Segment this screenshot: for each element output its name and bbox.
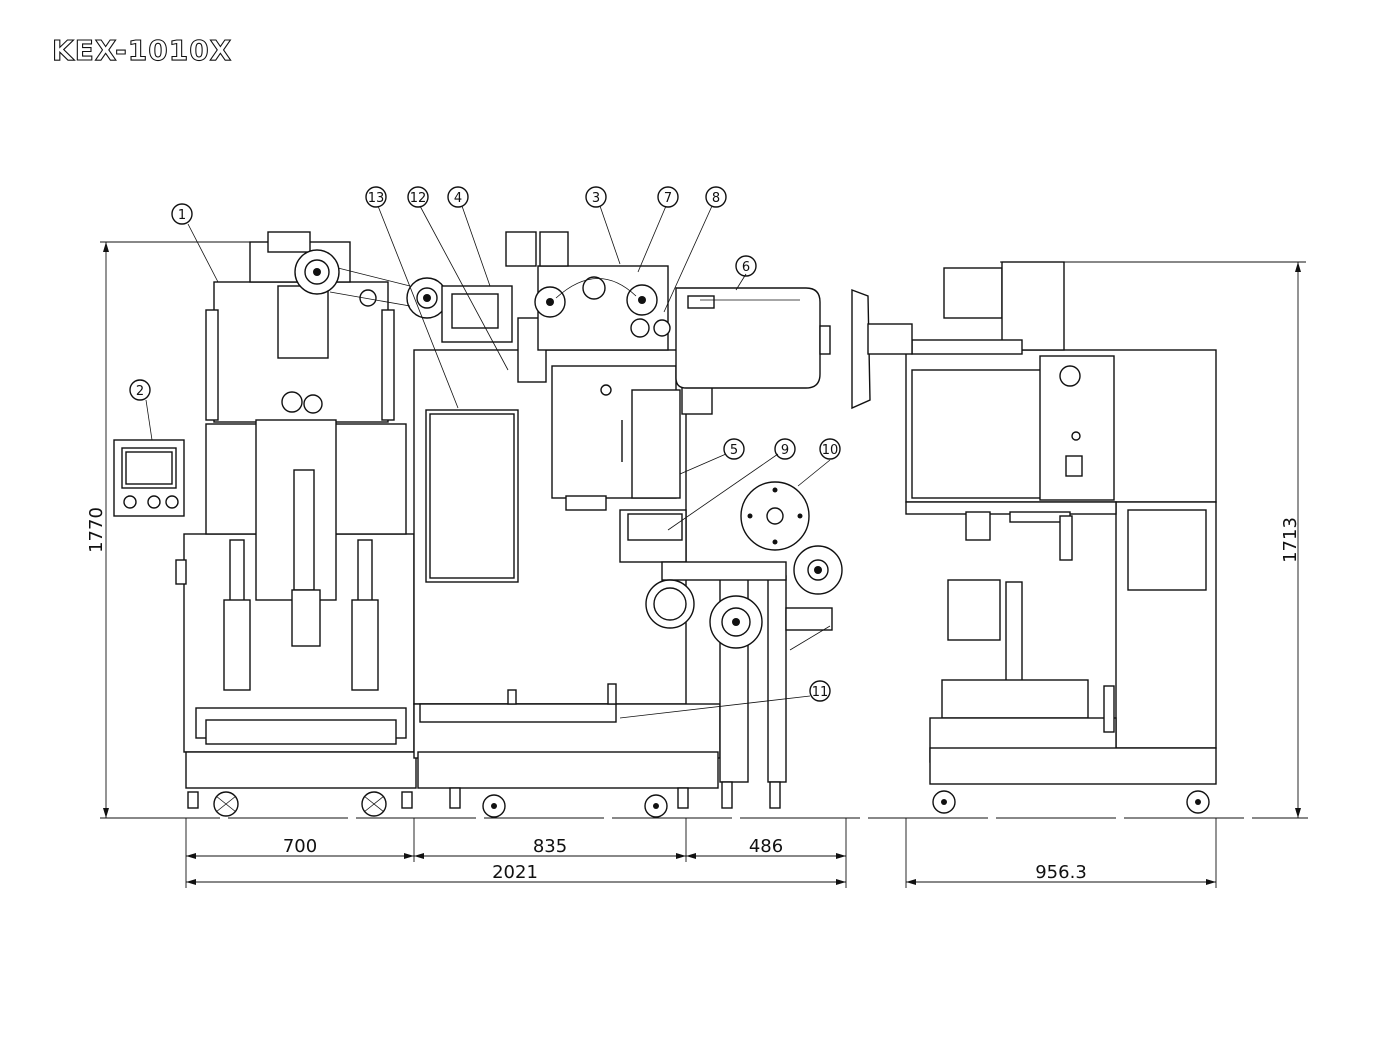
svg-text:10: 10 bbox=[822, 443, 839, 458]
callout-2: 2 bbox=[129, 379, 151, 401]
svg-text:7: 7 bbox=[664, 191, 672, 206]
dimension-front-segments: 700 835 486 bbox=[185, 818, 847, 888]
svg-text:3: 3 bbox=[592, 191, 600, 206]
center-module bbox=[413, 231, 721, 789]
dimension-front-total: 2021 bbox=[186, 862, 846, 885]
callout-10: 10 bbox=[819, 438, 841, 460]
callout-7: 7 bbox=[657, 186, 679, 208]
svg-text:5: 5 bbox=[730, 443, 738, 458]
svg-text:12: 12 bbox=[410, 191, 427, 206]
callout-1: 1 bbox=[171, 203, 193, 225]
svg-text:1: 1 bbox=[178, 208, 186, 223]
svg-text:6: 6 bbox=[742, 260, 750, 275]
svg-text:9: 9 bbox=[781, 443, 789, 458]
svg-text:4: 4 bbox=[454, 191, 462, 206]
svg-text:13: 13 bbox=[368, 191, 385, 206]
svg-text:486: 486 bbox=[749, 836, 783, 857]
svg-text:11: 11 bbox=[812, 685, 829, 700]
callout-4: 4 bbox=[447, 186, 469, 208]
dimension-front-height: 1770 bbox=[86, 241, 250, 818]
svg-text:8: 8 bbox=[712, 191, 720, 206]
center-casters bbox=[449, 787, 689, 818]
side-view bbox=[851, 261, 1217, 814]
svg-text:835: 835 bbox=[533, 836, 567, 857]
left-module bbox=[175, 231, 448, 817]
reel-stand bbox=[645, 481, 843, 809]
callout-5: 5 bbox=[723, 438, 745, 460]
model-title: KEX-1010X bbox=[51, 33, 233, 67]
svg-text:956.3: 956.3 bbox=[1035, 862, 1087, 883]
callout-3: 3 bbox=[585, 186, 607, 208]
svg-text:700: 700 bbox=[283, 836, 317, 857]
callout-6: 6 bbox=[735, 255, 757, 277]
svg-text:1713: 1713 bbox=[1280, 517, 1301, 563]
callout-9: 9 bbox=[774, 438, 796, 460]
operator-panel bbox=[113, 439, 185, 517]
svg-text:2: 2 bbox=[136, 384, 144, 399]
callout-8: 8 bbox=[705, 186, 727, 208]
callout-13: 13 bbox=[365, 186, 387, 208]
svg-text:1770: 1770 bbox=[86, 507, 107, 553]
callout-12: 12 bbox=[407, 186, 429, 208]
roll-housing bbox=[675, 287, 831, 389]
svg-text:2021: 2021 bbox=[492, 862, 538, 883]
leader-lines bbox=[145, 205, 831, 719]
dimension-side-width: 956.3 bbox=[905, 818, 1217, 888]
callout-11: 11 bbox=[809, 680, 831, 702]
dimension-side-height: 1713 bbox=[1000, 261, 1306, 818]
